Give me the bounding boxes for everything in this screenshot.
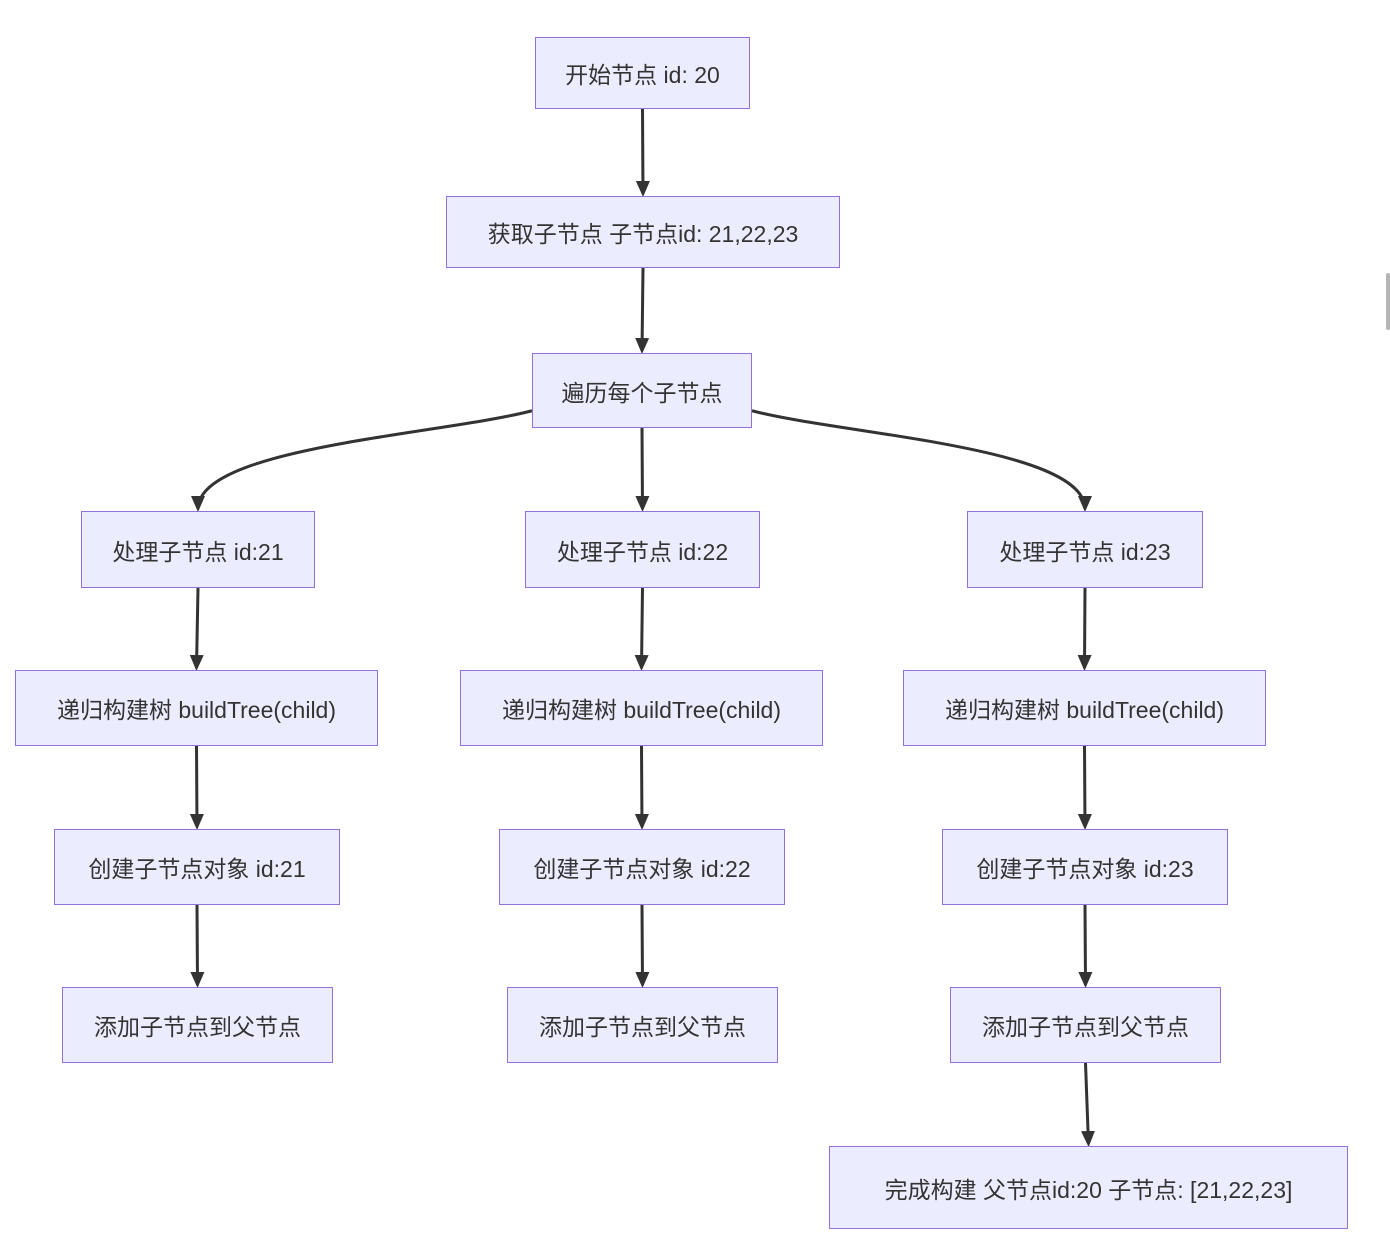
flow-edge-build-21-create-21 [189, 745, 204, 830]
flow-node-process-21: 处理子节点 id:21 [81, 511, 315, 588]
flow-node-iterate: 遍历每个子节点 [532, 353, 752, 428]
flow-node-process-22: 处理子节点 id:22 [525, 511, 760, 588]
flow-edge-iterate-process-23 [751, 409, 1092, 512]
flow-node-create-21: 创建子节点对象 id:21 [54, 829, 340, 905]
scrollbar-thumb[interactable] [1386, 273, 1390, 330]
flow-edge-build-23-create-23 [1077, 745, 1092, 830]
flow-node-append-21: 添加子节点到父节点 [62, 987, 333, 1063]
flow-node-label: 递归构建树 buildTree(child) [56, 697, 337, 723]
flow-edge-get-children-iterate [635, 267, 650, 354]
flow-node-label: 处理子节点 id:22 [556, 538, 729, 565]
flow-node-label: 创建子节点对象 id:21 [88, 856, 306, 882]
flow-node-label: 获取子节点 子节点id: 21,22,23 [487, 221, 799, 247]
flow-node-create-23: 创建子节点对象 id:23 [942, 829, 1228, 905]
flow-node-label: 添加子节点到父节点 [94, 1014, 301, 1040]
flow-node-label: 遍历每个子节点 [561, 379, 723, 406]
flow-edge-create-22-append-22 [635, 904, 650, 988]
flow-node-build-23: 递归构建树 buildTree(child) [903, 670, 1266, 746]
flow-node-label: 处理子节点 id:23 [999, 538, 1171, 565]
flow-node-label: 处理子节点 id:21 [112, 538, 284, 565]
flow-node-build-22: 递归构建树 buildTree(child) [460, 670, 823, 746]
flow-node-label: 完成构建 父节点id:20 子节点: [21,22,23] [884, 1176, 1293, 1203]
flow-edge-process-22-build-22 [634, 587, 649, 671]
flow-node-append-23: 添加子节点到父节点 [950, 987, 1221, 1063]
flow-edge-append-23-finish [1081, 1062, 1096, 1147]
flow-node-label: 开始节点 id: 20 [565, 62, 720, 88]
flow-node-label: 创建子节点对象 id:22 [533, 856, 751, 882]
flow-edge-iterate-process-22 [635, 427, 650, 512]
flow-node-finish: 完成构建 父节点id:20 子节点: [21,22,23] [829, 1146, 1348, 1229]
flow-node-append-22: 添加子节点到父节点 [507, 987, 778, 1063]
flow-node-label: 递归构建树 buildTree(child) [501, 697, 782, 723]
flow-edge-build-22-create-22 [634, 745, 649, 830]
flow-node-label: 添加子节点到父节点 [539, 1014, 746, 1040]
flow-node-get-children: 获取子节点 子节点id: 21,22,23 [446, 196, 840, 268]
flow-edge-process-23-build-23 [1077, 587, 1092, 671]
flow-edge-process-21-build-21 [189, 587, 204, 671]
flow-node-label: 创建子节点对象 id:23 [976, 856, 1194, 882]
flow-node-start: 开始节点 id: 20 [535, 37, 750, 109]
flow-edge-iterate-process-21 [191, 409, 533, 512]
flow-edge-start-get-children [635, 108, 650, 197]
flow-node-label: 递归构建树 buildTree(child) [944, 697, 1225, 723]
flow-node-process-23: 处理子节点 id:23 [967, 511, 1203, 588]
flow-edge-create-23-append-23 [1078, 904, 1093, 988]
flow-node-create-22: 创建子节点对象 id:22 [499, 829, 785, 905]
flow-edge-create-21-append-21 [190, 904, 205, 988]
flow-node-label: 添加子节点到父节点 [982, 1014, 1189, 1040]
flow-node-build-21: 递归构建树 buildTree(child) [15, 670, 378, 746]
